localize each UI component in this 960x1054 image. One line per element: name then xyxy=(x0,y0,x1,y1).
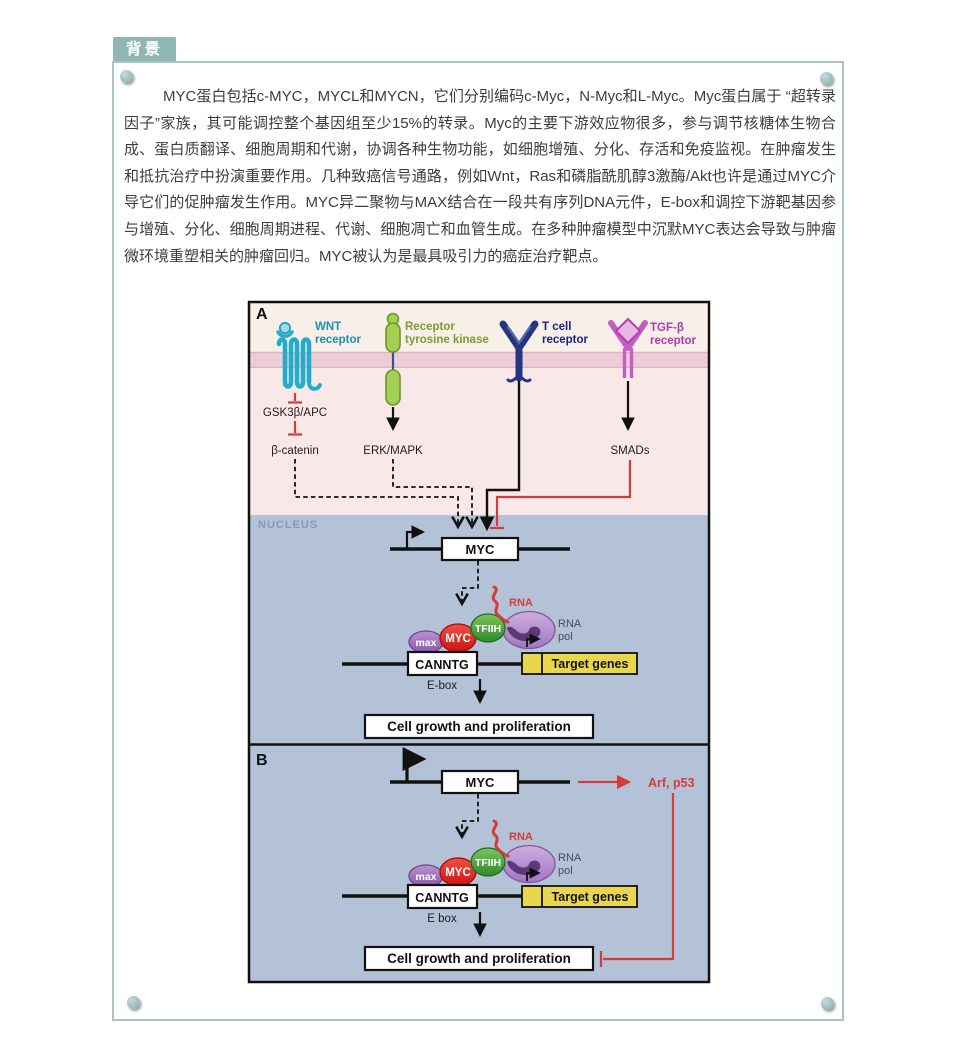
rna-pol-label: RNA xyxy=(558,618,582,630)
ebox-sequence: CANNTG xyxy=(415,658,468,672)
transcription-start-arrow xyxy=(405,525,426,548)
ebox-sequence: CANNTG xyxy=(415,891,468,905)
ebox-label: E-box xyxy=(427,680,457,692)
outcome-label: Cell growth and proliferation xyxy=(387,719,571,734)
rna-transcript xyxy=(491,585,510,624)
myc-complex-dashed-arrow xyxy=(455,561,479,607)
figure-backgrounds xyxy=(250,303,708,982)
myc-protein-label: MYC xyxy=(445,867,471,879)
outcome-label: Cell growth and proliferation xyxy=(387,951,571,966)
arf-p53-label: Arf, p53 xyxy=(648,776,695,790)
ebox-label: E box xyxy=(427,913,457,925)
transcription-complex: max MYC TFIIH RNA RNA pol xyxy=(408,819,582,888)
tfiih-label: TFIIH xyxy=(475,857,501,869)
max-label: max xyxy=(415,871,436,883)
target-genes-box xyxy=(521,652,638,675)
rna-pol-label: pol xyxy=(558,631,573,643)
background-tab-label: 背景 xyxy=(126,41,164,58)
rna-label: RNA xyxy=(509,831,533,843)
bcatenin-label: β-catenin xyxy=(271,445,319,457)
rna-pol-label: pol xyxy=(558,865,573,877)
max-label: max xyxy=(415,637,436,649)
target-genes-label: Target genes xyxy=(552,657,629,671)
ebox-box xyxy=(406,650,479,677)
tgfb-label: TGF-β xyxy=(650,322,684,334)
myc-gene-label: MYC xyxy=(466,775,496,790)
tcr-label: T cell xyxy=(542,321,571,333)
pol-transcription-arrow xyxy=(526,867,541,881)
pol-transcription-arrow xyxy=(526,633,541,647)
pin-icon xyxy=(821,997,834,1010)
arf-inhibit-line xyxy=(603,793,675,961)
tfiih-protein xyxy=(470,847,506,877)
transcription-complex: max MYC TFIIH RNA RNA pol xyxy=(408,585,582,654)
rtk-label: tyrosine kinase xyxy=(405,334,489,346)
rtk-icon xyxy=(385,312,401,406)
rna-transcript xyxy=(491,819,510,858)
wnt-receptor-label: receptor xyxy=(315,334,362,346)
smads-myc-inhibit xyxy=(495,460,632,526)
rna-label: RNA xyxy=(509,597,533,609)
panel-a-label: A xyxy=(256,306,268,323)
tfiih-protein xyxy=(470,613,506,643)
transcription-start-arrow xyxy=(402,747,427,781)
background-paragraph: MYC蛋白包括c-MYC，MYCL和MYCN，它们分别编码c-Myc，N-Myc… xyxy=(124,88,836,265)
gsk-label: GSK3β/APC xyxy=(263,407,327,419)
target-genes-box xyxy=(521,885,638,908)
erk-label: ERK/MAPK xyxy=(363,445,423,457)
ebox-box xyxy=(406,883,479,910)
myc-gene-label: MYC xyxy=(466,542,496,557)
target-genes-label: Target genes xyxy=(552,890,629,904)
pin-icon xyxy=(120,70,133,83)
erk-myc-dashed-arrow xyxy=(392,459,479,530)
myc-protein-label: MYC xyxy=(445,633,471,645)
tcr-myc-arrow xyxy=(479,381,521,532)
tfiih-label: TFIIH xyxy=(475,623,501,635)
smads-label: SMADs xyxy=(611,445,650,457)
tgfb-label: receptor xyxy=(650,335,697,347)
outcome-box xyxy=(363,945,595,972)
myc-pathway-figure: A WNT receptor Receptor tyrosine kinase … xyxy=(247,300,711,984)
myc-gene-box xyxy=(440,536,520,562)
pin-icon xyxy=(820,72,833,85)
rna-pol-label: RNA xyxy=(558,852,582,864)
myc-complex-dashed-arrow xyxy=(455,794,479,840)
wnt-receptor-icon xyxy=(276,321,322,391)
rtk-label: Receptor xyxy=(405,321,455,333)
tgfb-receptor-icon xyxy=(608,317,648,378)
panel-b-label: B xyxy=(256,752,268,769)
figure-border xyxy=(247,300,711,984)
outcome-box xyxy=(363,713,595,740)
bcatenin-myc-dashed-arrow xyxy=(294,459,465,530)
wnt-receptor-label: WNT xyxy=(315,321,341,333)
pin-icon xyxy=(127,996,140,1009)
background-tab[interactable]: 背景 xyxy=(113,37,177,62)
tcr-label: receptor xyxy=(542,334,589,346)
myc-gene-box xyxy=(440,769,520,795)
nucleus-label: NUCLEUS xyxy=(258,519,318,531)
wnt-inhibit-arrows xyxy=(288,393,302,436)
t-cell-receptor-icon xyxy=(499,320,539,383)
